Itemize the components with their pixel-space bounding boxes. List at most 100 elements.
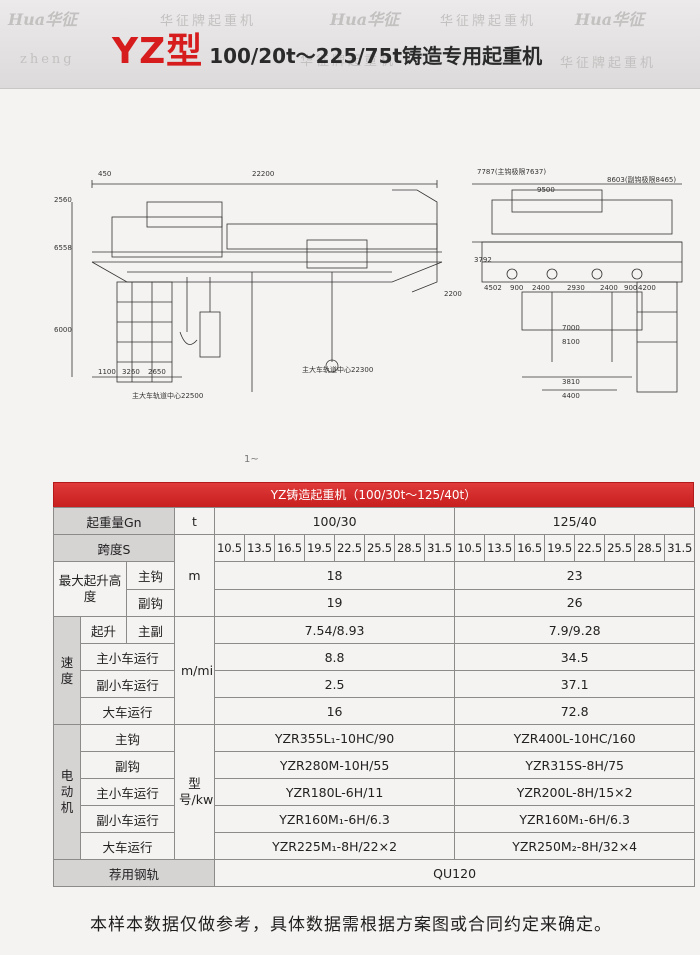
value-cell: 37.1 — [454, 670, 696, 698]
stray-mark: 1~ — [244, 454, 259, 465]
value-cell: 2.5 — [213, 670, 456, 698]
table-row: 副小车运行 YZR160M₁-6H/6.3 YZR160M₁-6H/6.3 — [54, 805, 696, 833]
watermark-text: 华征牌起重机 — [440, 14, 537, 29]
dim-label: 6000 — [54, 326, 72, 334]
span-value: 28.5 — [394, 534, 425, 562]
table-row: 电动机 主钩 型号/kw YZR355L₁-10HC/90 YZR400L-10… — [53, 724, 696, 860]
value-cell: QU120 — [213, 859, 696, 887]
table-row: 主小车运行 YZR180L-6H/11 YZR200L-8H/15×2 — [54, 778, 696, 806]
span-value: 19.5 — [544, 534, 576, 562]
value-cell: YZR160M₁-6H/6.3 — [454, 805, 696, 833]
watermark-logo: Hua华征 — [8, 10, 78, 29]
dim-label: 7000 — [562, 324, 580, 332]
watermark-text: 华征牌起重机 — [160, 14, 257, 29]
watermark-text: 华征牌起重机 — [560, 56, 657, 71]
spec-table: 起重量Gn t 100/30 125/40 跨度S m 10.5 13.5 16… — [53, 507, 696, 887]
value-cell: 19 — [213, 588, 456, 617]
value-cell: 34.5 — [454, 643, 696, 671]
row-label: 副钩 — [126, 588, 175, 617]
value-cell: 72.8 — [454, 697, 696, 725]
unit-cell: 型号/kw — [174, 724, 215, 860]
dim-label: 4502 — [484, 284, 502, 292]
value-cell: YZR200L-8H/15×2 — [454, 778, 696, 806]
value-cell: 7.54/8.93 — [213, 616, 456, 644]
dim-label: 3810 — [562, 378, 580, 386]
row-label: 起升 — [80, 616, 127, 644]
value-cell: YZR160M₁-6H/6.3 — [213, 805, 456, 833]
row-label: 副小车运行 — [80, 670, 175, 698]
table-row: 副小车运行 2.5 37.1 — [54, 670, 696, 698]
span-value: 25.5 — [604, 534, 636, 562]
table-row: 大车运行 16 72.8 — [54, 697, 696, 725]
row-label: 主钩 — [80, 724, 175, 752]
table-row: 荐用钢轨 QU120 — [53, 859, 696, 887]
value-cell: YZR315S-8H/75 — [454, 751, 696, 779]
value-cell: YZR355L₁-10HC/90 — [213, 724, 456, 752]
span-value: 28.5 — [634, 534, 666, 562]
watermark-logo: Hua华征 — [575, 10, 645, 29]
drawing-note: 主大车轨道中心22300 — [302, 365, 373, 374]
dim-label: 900 — [624, 284, 637, 292]
dim-label: 4200 — [638, 284, 656, 292]
table-row: 跨度S m 10.5 13.5 16.5 19.5 22.5 25.5 28.5… — [53, 534, 696, 617]
unit-cell: m — [174, 534, 215, 617]
value-cell: YZR280M-10H/55 — [213, 751, 456, 779]
table-row: 最大起升高度 主钩 18 23 — [53, 561, 696, 617]
span-value: 22.5 — [334, 534, 365, 562]
dim-label: 7787(主钩极限7637) — [477, 167, 546, 176]
dim-label: 2400 — [532, 284, 550, 292]
row-sublabel: 主副 — [126, 616, 175, 644]
watermark-text: zheng — [20, 52, 75, 67]
dim-label: 3260 — [122, 368, 140, 376]
dim-label: 900 — [510, 284, 523, 292]
value-cell: YZR400L-10HC/160 — [454, 724, 696, 752]
span-value: 22.5 — [574, 534, 606, 562]
value-cell: 23 — [454, 561, 696, 590]
row-label: 大车运行 — [80, 832, 175, 860]
dim-label: 22200 — [252, 170, 274, 178]
table-title: YZ铸造起重机（100/30t～125/40t） — [53, 482, 694, 507]
dim-label: 6558 — [54, 244, 72, 252]
table-row: 起重量Gn t 100/30 125/40 — [53, 507, 696, 535]
row-label: 主钩 — [126, 561, 175, 590]
dim-label: 3792 — [474, 256, 492, 264]
value-cell: YZR225M₁-8H/22×2 — [213, 832, 456, 860]
table-row: 主小车运行 8.8 34.5 — [54, 643, 696, 671]
title-model: YZ型 — [112, 31, 204, 72]
value-cell: 18 — [213, 561, 456, 590]
group-label: 最大起升高度 — [53, 561, 127, 617]
dim-label: 4400 — [562, 392, 580, 400]
value-cell: 125/40 — [454, 507, 696, 535]
span-value: 25.5 — [364, 534, 395, 562]
watermark-text: 华征牌起重机 — [300, 54, 397, 69]
dim-label: 1100 — [98, 368, 116, 376]
row-label: 副钩 — [80, 751, 175, 779]
dim-label: 2560 — [54, 196, 72, 204]
footer-disclaimer: 本样本数据仅做参考，具体数据需根据方案图或合同约定来确定。 — [90, 915, 612, 935]
table-row: 副钩 YZR280M-10H/55 YZR315S-8H/75 — [54, 751, 696, 779]
group-label: 速度 — [53, 616, 81, 725]
unit-cell: m/min — [174, 616, 215, 725]
row-label: 副小车运行 — [80, 805, 175, 833]
span-value: 31.5 — [664, 534, 696, 562]
span-value: 13.5 — [484, 534, 516, 562]
value-cell: YZR250M₂-8H/32×4 — [454, 832, 696, 860]
drawing-note: 主大车轨道中心22500 — [132, 391, 203, 400]
crane-drawing: 450 22200 2560 6558 6000 1100 3260 2650 … — [54, 167, 683, 400]
dim-label: 2400 — [600, 284, 618, 292]
dim-label: 2200 — [444, 290, 462, 298]
row-label: 主小车运行 — [80, 778, 175, 806]
dim-label: 450 — [98, 170, 111, 178]
row-label: 主小车运行 — [80, 643, 175, 671]
page-header: Hua华征 华征牌起重机 Hua华征 华征牌起重机 Hua华征 zheng 华征… — [0, 0, 700, 89]
value-cell: 26 — [454, 588, 696, 617]
value-cell: YZR180L-6H/11 — [213, 778, 456, 806]
table-row: 速度 起升 主副 m/min 7.54/8.93 7.9/9.28 — [53, 616, 696, 725]
row-label: 跨度S — [53, 534, 175, 562]
span-value: 19.5 — [304, 534, 335, 562]
row-label: 起重量Gn — [53, 507, 175, 535]
table-row: 副钩 19 26 — [54, 588, 696, 617]
dim-label: 8100 — [562, 338, 580, 346]
value-cell: 16 — [213, 697, 456, 725]
